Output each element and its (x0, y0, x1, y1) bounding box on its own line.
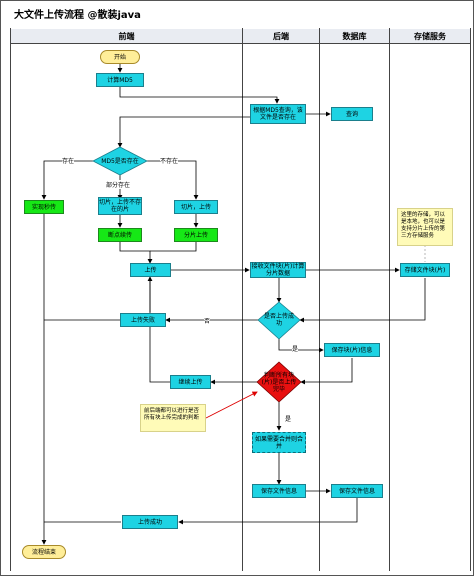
lane-header-frontend: 前端 (11, 29, 242, 44)
success-decision-shape (257, 301, 301, 340)
lane-header-database: 数据库 (320, 29, 389, 44)
calc-md5-node: 计算MD5 (96, 73, 144, 87)
lane-divider (389, 28, 390, 571)
merge-node: 如果需要合并则合并 (252, 432, 306, 453)
lane-divider (470, 28, 471, 571)
edge-label-exists: 存在 (62, 156, 75, 165)
lane-divider (10, 28, 11, 571)
diagram-title: 大文件上传流程 @散装java (14, 10, 141, 21)
save-chunk-info-node: 保存块(片)信息 (324, 343, 380, 357)
continue-upload-node: 继续上传 (170, 375, 211, 389)
save-file-info-db-node: 保存文件信息 (331, 484, 383, 498)
start-node: 开始 (100, 50, 140, 64)
full-chunk-node: 切片，上传 (174, 200, 218, 214)
check-note: 前后端都可以进行是否所有块上传完成的判断 (140, 404, 206, 432)
upload-complete-node: 上传成功 (122, 515, 178, 529)
lane-divider (242, 28, 243, 571)
success-decision-label: 是否上传成功 (263, 313, 294, 327)
receive-chunk-node: 接收文件块(片)计算分片数据 (250, 262, 306, 278)
md5-decision-label: MD5是否存在 (101, 157, 139, 165)
partial-chunk-node: 切片，上传不存在的片 (98, 197, 142, 215)
all-uploaded-decision-label: 判断所有块(片)是否上传完毕 (261, 371, 297, 393)
save-file-info-backend-node: 保存文件信息 (252, 484, 306, 498)
instant-upload-node: 实现秒传 (24, 200, 64, 214)
edge-label-partial: 部分存在 (106, 180, 131, 189)
query-node: 查询 (331, 107, 373, 121)
upload-failed-node: 上传失败 (120, 313, 166, 327)
upload-node: 上传 (130, 263, 171, 277)
end-node: 流程结束 (22, 545, 66, 559)
edge-label-yes-2: 是 (285, 414, 292, 423)
query-md5-node: 根据MD5查询，该文件是否存在 (250, 104, 306, 124)
lane-divider (319, 28, 320, 571)
chunk-upload-node: 分片上传 (174, 228, 218, 242)
edge-label-yes: 是 (292, 344, 299, 353)
all-uploaded-decision-shape (256, 361, 302, 403)
store-chunk-node: 存储文件块(片) (400, 263, 450, 277)
resume-upload-node: 断点续传 (98, 228, 142, 242)
edge-label-not-exists: 不存在 (160, 156, 179, 165)
edge-label-no: 否 (204, 316, 211, 325)
lane-header-backend: 后端 (243, 29, 319, 44)
storage-note: 这里的存储，可以是本地，也可以是支持分片上传的第三方存储服务 (397, 208, 453, 246)
md5-decision-shape (92, 146, 148, 176)
lane-header-storage: 存储服务 (390, 29, 470, 44)
